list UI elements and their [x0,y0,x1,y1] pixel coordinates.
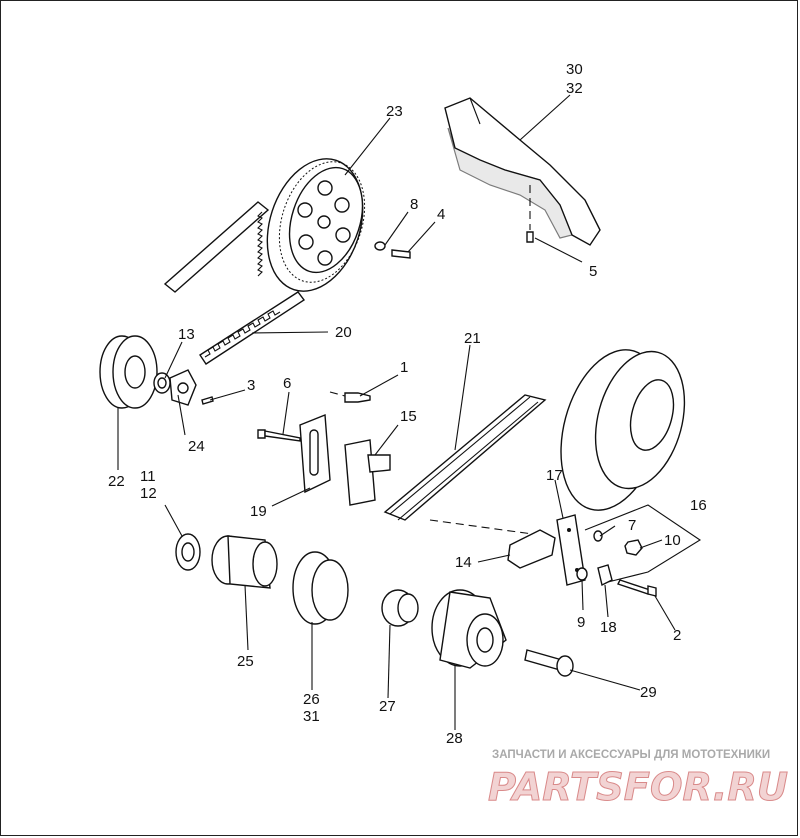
part-nut-10 [624,539,643,556]
watermark-brand: PARTSFOR.RU [488,765,788,809]
part-washer-7 [593,530,603,542]
callout-11: 11 [140,468,156,485]
callout-27: 27 [379,698,396,715]
part-belt-20 [199,291,306,365]
callout-7: 7 [628,517,636,534]
part-rear-sprocket [560,349,686,511]
callout-28: 28 [446,730,463,747]
callout-9: 9 [577,614,585,631]
callout-32: 32 [566,80,583,97]
callout-12: 12 [140,485,157,502]
part-bolt-4 [391,249,411,259]
part-drive-chain [383,394,547,521]
callout-31: 31 [303,708,320,725]
part-drum-28 [431,589,507,669]
callout-20: 20 [335,324,352,341]
callout-3: 3 [247,377,255,394]
part-shaft-29 [524,649,574,677]
part-bracket-15 [344,439,391,506]
callout-6: 6 [283,375,291,392]
part-rear-pulley [266,158,366,292]
part-bolt-6 [257,429,301,442]
callout-23: 23 [386,103,403,120]
callout-4: 4 [437,206,445,223]
part-front-sprocket [292,551,349,625]
callout-2: 2 [673,627,681,644]
leader-group-16 [584,504,702,583]
callout-13: 13 [178,326,195,343]
callout-21: 21 [464,330,481,347]
callout-14: 14 [455,554,472,571]
leader-lines [117,94,676,730]
part-washer-9 [576,567,588,581]
callout-22: 22 [108,473,125,490]
callout-29: 29 [640,684,657,701]
part-plate-17 [556,514,586,586]
part-belt-upper [163,201,270,293]
callout-1: 1 [400,359,408,376]
part-lock-plate-24 [169,369,197,406]
part-slider-14 [507,529,556,569]
callout-16: 16 [690,497,707,514]
part-washer-13 [153,372,171,394]
part-screw-3 [201,396,214,405]
part-spacer-11 [175,533,201,571]
part-bolt-2 [617,579,657,597]
part-plate-18 [597,564,613,587]
callout-17: 17 [546,467,563,484]
part-hub-25 [211,535,278,589]
callout-5: 5 [589,263,597,280]
part-washer-8 [374,241,386,251]
part-front-pulley [99,335,158,409]
callout-numbers: 30 32 23 8 4 5 13 20 3 1 21 6 15 24 22 1… [108,61,707,747]
callout-19: 19 [250,503,267,520]
callout-10: 10 [664,532,681,549]
part-adjuster-19 [299,413,331,494]
watermark: ЗАПЧАСТИ И АКСЕССУАРЫ ДЛЯ МОТОТЕХНИКИ PA… [488,749,789,810]
part-belt-guard [444,97,601,246]
watermark-tagline: ЗАПЧАСТИ И АКСЕССУАРЫ ДЛЯ МОТОТЕХНИКИ [492,749,770,761]
callout-18: 18 [600,619,617,636]
callout-25: 25 [237,653,254,670]
part-cam-27 [381,589,419,627]
part-screw-5 [526,185,534,243]
callout-8: 8 [410,196,418,213]
callout-15: 15 [400,408,417,425]
callout-26: 26 [303,691,320,708]
callout-30: 30 [566,61,583,78]
callout-24: 24 [188,438,205,455]
part-screw-1 [329,391,371,403]
